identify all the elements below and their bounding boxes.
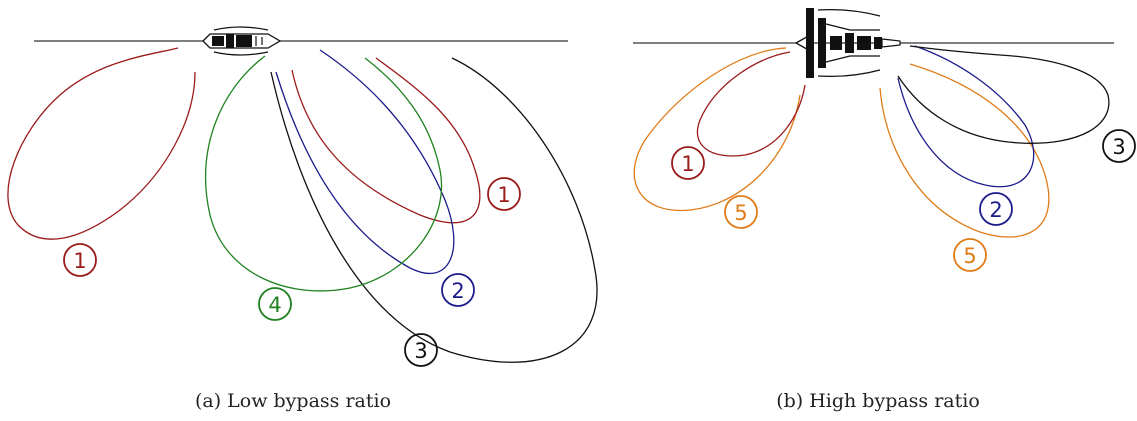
lobe-1-aft [291, 57, 481, 224]
label-1-forward: 1 [63, 243, 97, 277]
lobe-3 [270, 57, 598, 363]
label-3-b: 3 [1102, 129, 1136, 163]
panel-b-caption: (b) High bypass ratio [776, 390, 980, 412]
label-2: 2 [441, 273, 475, 307]
label-1-b: 1 [671, 146, 705, 180]
svg-text:1: 1 [681, 152, 694, 176]
svg-text:1: 1 [73, 249, 86, 273]
label-4: 4 [258, 287, 292, 321]
panel-b: 1 2 3 5 5 (b) High bypass ratio [633, 8, 1136, 412]
label-2-b: 2 [979, 192, 1013, 226]
svg-text:5: 5 [963, 244, 976, 268]
label-5-aft: 5 [953, 238, 987, 272]
label-1-aft: 1 [487, 177, 521, 211]
panel-a: 1 1 2 3 4 (a) Low bypass ratio [7, 26, 598, 412]
svg-text:3: 3 [1112, 135, 1125, 159]
high-bypass-engine-icon [794, 8, 901, 78]
svg-text:5: 5 [734, 201, 747, 225]
label-5-forward: 5 [724, 195, 758, 229]
svg-text:3: 3 [414, 339, 427, 363]
panel-a-caption: (a) Low bypass ratio [195, 390, 391, 412]
svg-text:2: 2 [451, 279, 464, 303]
lobe-5-aft [879, 63, 1050, 238]
lobe-5-forward [633, 47, 801, 212]
lobe-1-forward [7, 47, 196, 240]
svg-text:4: 4 [268, 293, 281, 317]
lobe-1-forward-b [696, 51, 806, 157]
lobe-2-b [897, 45, 1035, 188]
lobe-4 [205, 55, 443, 292]
label-3: 3 [404, 333, 438, 367]
svg-text:2: 2 [989, 198, 1002, 222]
lobe-2 [275, 49, 455, 275]
lobe-3-b [897, 45, 1110, 144]
svg-text:1: 1 [497, 183, 510, 207]
low-bypass-engine-icon [202, 26, 282, 56]
